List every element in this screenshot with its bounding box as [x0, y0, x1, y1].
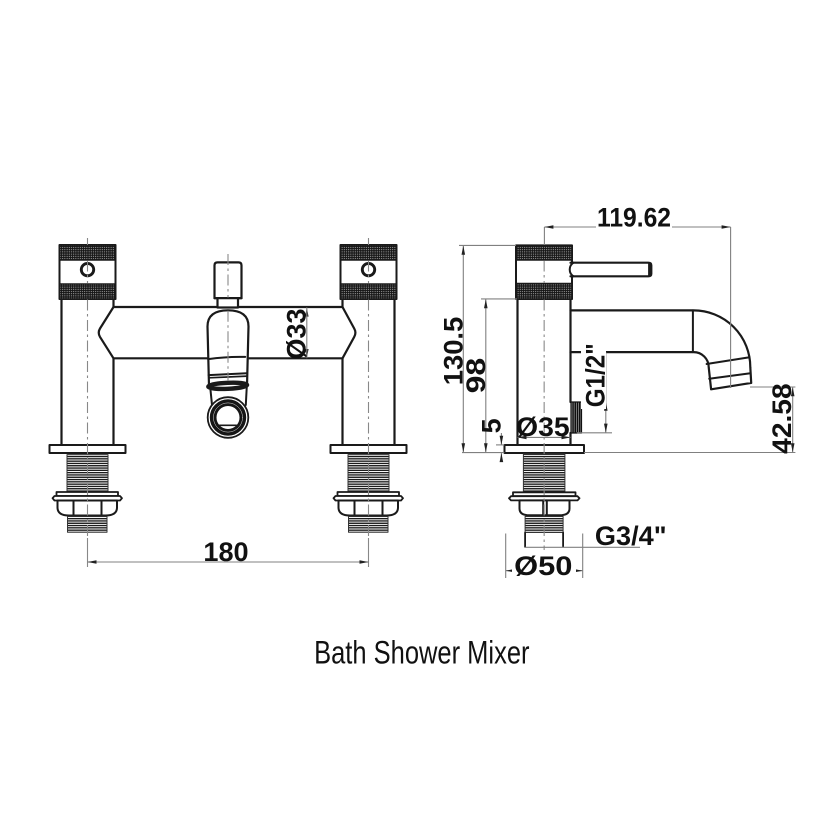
svg-text:119.62: 119.62	[597, 203, 671, 233]
svg-text:98: 98	[461, 358, 491, 394]
svg-text:Ø50: Ø50	[514, 551, 572, 581]
svg-text:G1/2": G1/2"	[581, 343, 611, 407]
svg-text:Bath Shower Mixer: Bath Shower Mixer	[314, 634, 530, 670]
svg-text:Ø35: Ø35	[516, 412, 570, 442]
svg-text:G3/4": G3/4"	[595, 521, 667, 551]
svg-text:5: 5	[477, 418, 507, 433]
svg-text:42.58: 42.58	[767, 383, 797, 454]
svg-text:180: 180	[203, 537, 248, 567]
svg-text:130.5: 130.5	[438, 317, 468, 386]
svg-text:Ø33: Ø33	[282, 309, 312, 360]
